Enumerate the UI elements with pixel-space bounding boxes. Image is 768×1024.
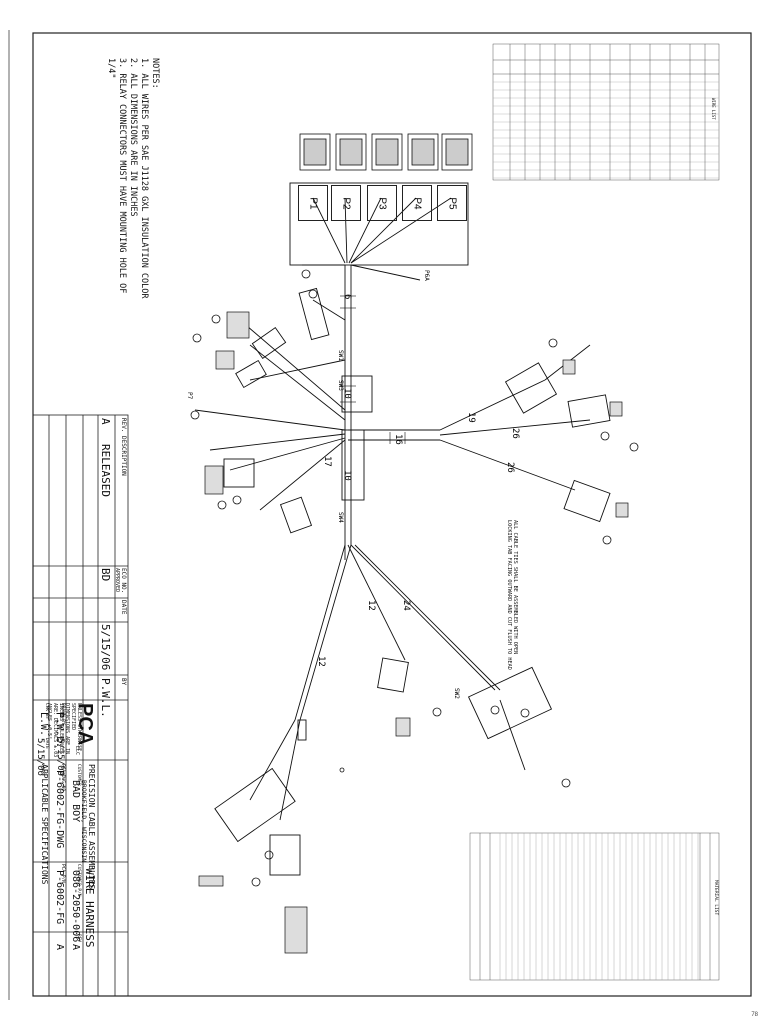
bundle-length-label: 19	[466, 412, 476, 423]
rev-letter: A	[99, 418, 112, 425]
eco-header: ECO NO.	[120, 568, 127, 594]
customer-pn-value: 086-2050-006	[70, 870, 81, 943]
branch-label-sw2: SW2	[453, 688, 460, 699]
date-header: DATE	[120, 600, 127, 615]
wire-list-table	[492, 43, 720, 181]
connector-p5: P5	[437, 185, 467, 221]
customer-value: BAD BOY	[70, 780, 81, 823]
bundle-length-label: 12	[366, 600, 376, 611]
eco-number: BD	[99, 568, 112, 582]
rev-date: 5/15/06	[99, 624, 112, 671]
dimension-marks	[340, 295, 406, 444]
wire-list-title: WIRE LIST	[711, 98, 716, 120]
connector-face-drawings	[299, 133, 473, 171]
bundle-length-label: 12	[316, 656, 326, 667]
applicable-specs: APPLICABLE SPECIFICATIONS	[40, 764, 49, 885]
pca-pn-value: P-6002-FG	[54, 870, 65, 925]
material-list-title: MATERIAL LIST	[713, 880, 718, 916]
company-location: BROOKFIELD, WISCONSIN	[80, 780, 88, 863]
branch-label-p7: P7	[186, 392, 193, 400]
note-line-4: 1/4"	[106, 58, 116, 79]
material-list-table	[469, 832, 720, 981]
connector-p1: P1	[298, 185, 328, 221]
assembly-note: ALL CABLE TIES SHALL BE ASSEMBLED WITH O…	[506, 520, 518, 670]
drawing-title: WIRE HARNESS	[83, 868, 96, 948]
rev-label: REV	[76, 934, 81, 943]
pca-dwg-value: P-6002-FG-DWG	[54, 770, 65, 849]
rev-header: REV. DESCRIPTION	[120, 418, 127, 476]
rev-value: A	[70, 944, 81, 951]
chk-by-value: L.W.	[38, 712, 49, 737]
branch-label-sw1: SW1	[337, 350, 344, 361]
bundle-length-label: 26	[505, 462, 515, 473]
title-block	[32, 414, 129, 997]
branch-label-sw3: SW3	[337, 380, 344, 391]
note-line-2: 2. ALL DIMENSIONS ARE IN INCHES	[128, 58, 138, 217]
notes-block: NOTES: 1. ALL WIRES PER SAE J1128 GXL IN…	[105, 58, 160, 299]
connector-p2: P2	[331, 185, 361, 221]
small-connectors	[198, 311, 629, 954]
page-number: 78	[751, 1012, 758, 1018]
note-line-1: 1. ALL WIRES PER SAE J1128 GXL INSULATIO…	[139, 58, 149, 299]
rev-description: RELEASED	[99, 444, 112, 497]
ring-terminals	[190, 269, 639, 887]
bundle-length-label: 16	[393, 434, 403, 445]
bundle-length-label: 26	[510, 428, 520, 439]
branch-label-sw4: SW4	[337, 512, 344, 523]
approved-header: APPROVED	[114, 568, 120, 593]
drawn-date-value: 5/15/06	[55, 738, 65, 776]
bundle-length-label: 6	[342, 294, 352, 300]
note-line-3: 3. RELAY CONNECTORS MUST HAVE MOUNTING H…	[117, 58, 127, 294]
connector-p4: P4	[402, 185, 432, 221]
notes-heading: NOTES:	[150, 58, 160, 89]
branch-label-p6a: P6A	[423, 270, 430, 281]
connector-p3: P3	[367, 185, 397, 221]
connector-block	[289, 182, 469, 266]
by-header: BY	[120, 678, 127, 686]
pca-rev-value: A	[54, 944, 65, 951]
rev-by: P.W.L.	[99, 678, 112, 718]
bundle-length-label: 24	[401, 600, 411, 611]
bundle-length-label: 17	[322, 456, 332, 467]
bundle-length-label: 10	[342, 470, 352, 481]
harness-bundles	[194, 197, 611, 876]
